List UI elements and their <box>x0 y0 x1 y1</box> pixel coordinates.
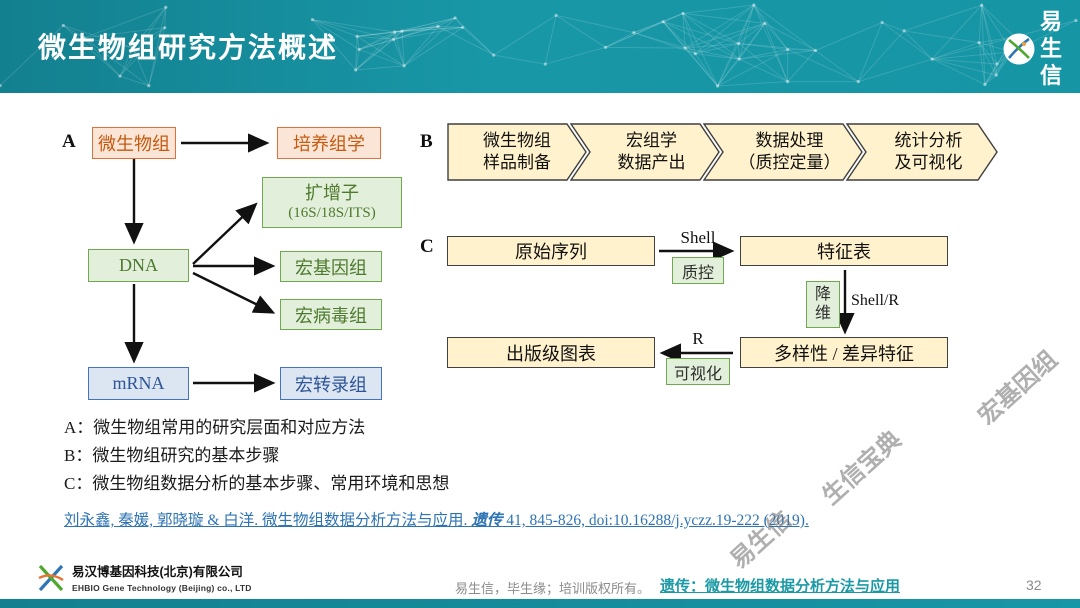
panel-a-label: A <box>62 131 76 152</box>
panel-b-label: B <box>420 131 433 152</box>
edge-shell-r-label: Shell/R <box>851 292 900 309</box>
legend: A：微生物组常用的研究层面和对应方法 B：微生物组研究的基本步骤 C：微生物组数… <box>64 414 449 498</box>
company-block: 易汉博基因科技(北京)有限公司 EHBIO Gene Technology (B… <box>72 565 252 593</box>
box-metatranscriptome: 宏转录组 <box>280 367 382 400</box>
step-line2: 数据产出 <box>617 153 686 172</box>
step-line1: 数据处理 <box>755 130 824 150</box>
footer-logo <box>36 562 66 599</box>
box-amplicon: 扩增子 (16S/18S/ITS) <box>262 177 402 228</box>
chevron-shape <box>703 123 863 181</box>
box-metagenome: 宏基因组 <box>280 251 382 282</box>
bottom-accent-bar <box>0 599 1080 608</box>
step-line1: 宏组学 <box>626 130 677 150</box>
edge-dimension-reduction-box: 降 维 <box>806 281 840 328</box>
citation-pre: 刘永鑫, 秦媛, 郭晓璇 & 白洋. 微生物组数据分析方法与应用. <box>64 512 472 529</box>
ehbio-logo: 易 生 信 <box>1002 8 1062 89</box>
logo-char: 易 <box>1040 9 1063 34</box>
step-sample-prep: 微生物组 样品制备 <box>447 123 587 181</box>
citation-link[interactable]: 刘永鑫, 秦媛, 郭晓璇 & 白洋. 微生物组数据分析方法与应用. 遗传 41,… <box>64 508 809 530</box>
chevron-shape <box>846 123 998 181</box>
legend-line-a: A：微生物组常用的研究层面和对应方法 <box>64 418 366 437</box>
amplicon-line1: 扩增子 <box>305 182 359 203</box>
panel-c-label: C <box>420 236 434 257</box>
logo-char: 生 <box>1040 36 1063 61</box>
step-data-generation: 宏组学 数据产出 <box>570 123 720 181</box>
logo-char: 信 <box>1040 63 1063 88</box>
step-line1: 微生物组 <box>483 130 551 150</box>
workflow-steps: 微生物组 样品制备 宏组学 数据产出 数据处理 （质控定量） 统 <box>447 123 998 181</box>
box-metavirome: 宏病毒组 <box>280 299 382 330</box>
step-line2: 样品制备 <box>483 153 551 172</box>
box-publication-figures: 出版级图表 <box>447 337 655 368</box>
box-microbiome: 微生物组 <box>92 127 176 159</box>
logo-text: 易 生 信 <box>1040 8 1062 89</box>
ehbio-knot-icon <box>38 564 64 592</box>
step-data-processing: 数据处理 （质控定量） <box>703 123 863 181</box>
dim-line1: 降 <box>814 286 831 304</box>
watermark: 宏基因组 <box>973 345 1063 431</box>
box-culturomics: 培养组学 <box>277 127 381 159</box>
citation-post: 41, 845-826, doi:10.16288/j.yczz.19-222 … <box>502 512 809 529</box>
box-dna: DNA <box>88 249 189 282</box>
watermark: 生信宝典 <box>817 425 907 511</box>
company-name-cn: 易汉博基因科技(北京)有限公司 <box>72 565 243 579</box>
footer-course-link[interactable]: 遗传：微生物组数据分析方法与应用 <box>660 578 901 595</box>
legend-line-b: B：微生物组研究的基本步骤 <box>64 446 280 465</box>
box-mrna: mRNA <box>88 367 189 400</box>
legend-line-c: C：微生物组数据分析的基本步骤、常用环境和思想 <box>64 474 450 493</box>
step-line2: 及可视化 <box>894 153 963 172</box>
logo-circle-icon <box>1003 33 1035 64</box>
step-statistics-visualization: 统计分析 及可视化 <box>846 123 998 181</box>
edge-r-label: R <box>692 329 704 348</box>
box-raw-sequences: 原始序列 <box>447 236 655 266</box>
box-feature-table: 特征表 <box>740 236 948 266</box>
edge-visualization-box: 可视化 <box>666 358 730 385</box>
page-number: 32 <box>1026 577 1042 593</box>
company-name-en: EHBIO Gene Technology (Beijing) co., LTD <box>72 583 252 593</box>
network-pattern-decoration <box>0 3 1078 88</box>
copyright-text: 易生信，毕生缘；培训版权所有。 <box>455 581 651 596</box>
step-line1: 统计分析 <box>894 130 963 150</box>
chevron-shape <box>570 123 720 181</box>
slide-header: 微生物组研究方法概述 易 生 信 <box>0 0 1080 93</box>
citation-journal: 遗传 <box>471 512 503 529</box>
page-title: 微生物组研究方法概述 <box>38 32 339 63</box>
box-diversity-features: 多样性 / 差异特征 <box>740 337 948 368</box>
edge-shell-label: Shell <box>680 228 716 247</box>
step-line2: （质控定量） <box>738 153 841 172</box>
chevron-shape <box>447 123 587 181</box>
amplicon-line2: (16S/18S/ITS) <box>288 205 376 222</box>
dim-line2: 维 <box>814 304 831 322</box>
edge-qc-box: 质控 <box>672 257 724 284</box>
